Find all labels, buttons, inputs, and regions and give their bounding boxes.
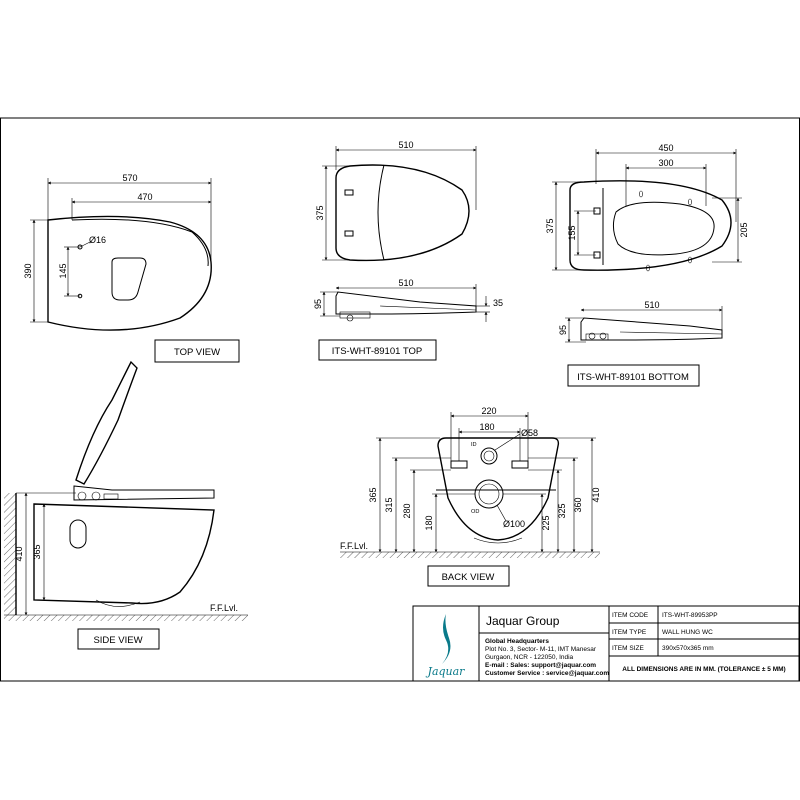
- seat-top-hinge-line: [377, 164, 385, 261]
- jaquar-logo: Jaquar: [426, 614, 466, 678]
- seat-top-dim-375: 375: [315, 205, 325, 220]
- address-line-3: Gurgaon, NCR - 122050, India: [485, 654, 574, 661]
- top-view-dim-470: 470: [137, 192, 152, 202]
- address-line-2: Plot No. 3, Sector- M-11, IMT Manesar: [485, 646, 597, 653]
- top-view-dim-570: 570: [122, 173, 137, 183]
- seat-bottom-dim-375: 375: [545, 218, 555, 233]
- back-view-dim-220: 220: [481, 406, 496, 416]
- seat-top-slot-bottom: [344, 230, 354, 237]
- seat-top-outline: [335, 164, 470, 262]
- back-view-floor-label: F.F.Lvl.: [340, 541, 368, 551]
- seat-top-side-dim-510: 510: [398, 278, 413, 288]
- seat-top-view: 510 375 510 95 35 ITS-WHT-89101 TOP: [313, 140, 503, 361]
- top-view-label-box: [154, 339, 240, 363]
- side-view-dim-365: 365: [32, 544, 42, 559]
- seat-top-side-dim-35: 35: [493, 298, 503, 308]
- side-view-floor-hatch: [4, 615, 248, 621]
- seat-bottom-bumper-4: [688, 256, 692, 264]
- side-view-bowl-outline: [33, 503, 215, 605]
- back-view-dim-325: 325: [557, 503, 567, 518]
- title-block: Jaquar Jaquar Group Global Headquarters …: [412, 605, 800, 682]
- address-line-1: Global Headquarters: [485, 638, 549, 645]
- item-size-label: ITEM SIZE: [612, 645, 644, 652]
- side-view-dim-410: 410: [14, 546, 24, 561]
- dimensions-note: ALL DIMENSIONS ARE IN MM. (TOLERANCE ± 5…: [622, 666, 785, 673]
- back-view-dim-365: 365: [368, 487, 378, 502]
- address-line-4: E-mail : Sales: support@jaquar.com: [485, 662, 596, 669]
- back-view-dim-280: 280: [402, 503, 412, 518]
- top-view-dim-145: 145: [58, 263, 68, 278]
- address-line-5: Customer Service : service@jaquar.com: [485, 670, 609, 677]
- top-view-rim-line: [71, 218, 209, 267]
- seat-bottom-side-dim-510: 510: [644, 300, 659, 310]
- seat-bottom-dim-450: 450: [658, 143, 673, 153]
- top-view: 570 470 390 Ø16 145 TOP VIEW: [23, 173, 240, 363]
- seat-bottom-side-dim-95: 95: [558, 325, 568, 335]
- seat-bottom-dim-155: 155: [567, 225, 577, 240]
- back-view-dim-180-top: 180: [479, 422, 494, 432]
- drawing-border: [0, 117, 800, 682]
- seat-bottom-label-box: [567, 364, 700, 387]
- back-view-bowl-outline: [437, 437, 560, 541]
- item-type-label: ITEM TYPE: [612, 629, 647, 636]
- back-view-floor-hatch: [340, 552, 600, 558]
- seat-bottom-label: ITS-WHT-89101 BOTTOM: [577, 372, 689, 383]
- back-view-dim-dia100: Ø100: [503, 519, 525, 529]
- back-view: ID OD 220 180 Ø58 Ø100 365 315 280 180 4…: [340, 406, 601, 587]
- seat-top-label-box: [318, 339, 437, 361]
- company-name: Jaquar Group: [486, 614, 560, 628]
- jaquar-logo-mark: [442, 614, 451, 664]
- back-view-dim-410: 410: [591, 487, 601, 502]
- back-view-dim-dia58: Ø58: [521, 428, 538, 438]
- top-view-dim-dia16: Ø16: [89, 235, 106, 245]
- item-code-label: ITEM CODE: [612, 612, 649, 619]
- back-view-dim-180-left: 180: [424, 515, 434, 530]
- back-view-inlet: [480, 447, 498, 465]
- back-view-label: BACK VIEW: [442, 572, 495, 583]
- seat-bottom-bumper-2: [688, 198, 692, 206]
- side-view-floor-label: F.F.Lvl.: [210, 603, 238, 613]
- back-view-dim-315: 315: [384, 497, 394, 512]
- side-view-lid: [75, 360, 138, 485]
- svg-text:OD: OD: [471, 509, 479, 515]
- item-code-value: ITS-WHT-89953PP: [662, 612, 718, 619]
- seat-bottom-dim-205: 205: [739, 222, 749, 237]
- seat-bottom-bumper-3: [646, 264, 650, 272]
- side-view: 410 365 F.F.Lvl. SIDE VIEW: [4, 360, 248, 650]
- back-view-fixing-right: [511, 460, 529, 469]
- seat-bottom-side-profile: [580, 317, 723, 341]
- seat-top-side-dim-95: 95: [313, 299, 323, 309]
- side-view-inlet: [69, 519, 87, 549]
- svg-text:ID: ID: [471, 442, 477, 448]
- seat-bottom-opening: [612, 201, 715, 256]
- item-type-value: WALL HUNG WC: [662, 629, 713, 636]
- top-view-bowl-opening: [111, 257, 147, 301]
- side-view-label: SIDE VIEW: [93, 635, 142, 646]
- top-view-label: TOP VIEW: [174, 347, 220, 358]
- top-view-bowl-outline: [47, 215, 212, 331]
- side-view-label-box: [77, 628, 160, 650]
- top-view-dim-390: 390: [23, 263, 33, 278]
- back-view-dim-360: 360: [573, 497, 583, 512]
- seat-top-label: ITS-WHT-89101 TOP: [332, 346, 422, 357]
- side-view-hinge: [73, 485, 215, 501]
- back-view-fixing-left: [450, 460, 468, 469]
- title-block-frame: [412, 605, 800, 682]
- seat-bottom-view: 450 300 375 155 205 510 95 ITS-WHT-89101…: [545, 143, 749, 387]
- seat-top-slot-top: [344, 189, 354, 196]
- back-view-label-box: [427, 565, 510, 587]
- seat-top-dim-510: 510: [398, 140, 413, 150]
- back-view-dim-225: 225: [541, 515, 551, 530]
- seat-top-side-profile: [335, 291, 477, 315]
- seat-bottom-bumper-1: [639, 190, 643, 198]
- item-size-value: 390x570x365 mm: [662, 645, 714, 652]
- side-view-wall-hatch: [4, 493, 16, 615]
- jaquar-logo-word: Jaquar: [426, 665, 466, 678]
- seat-bottom-dim-300: 300: [658, 158, 673, 168]
